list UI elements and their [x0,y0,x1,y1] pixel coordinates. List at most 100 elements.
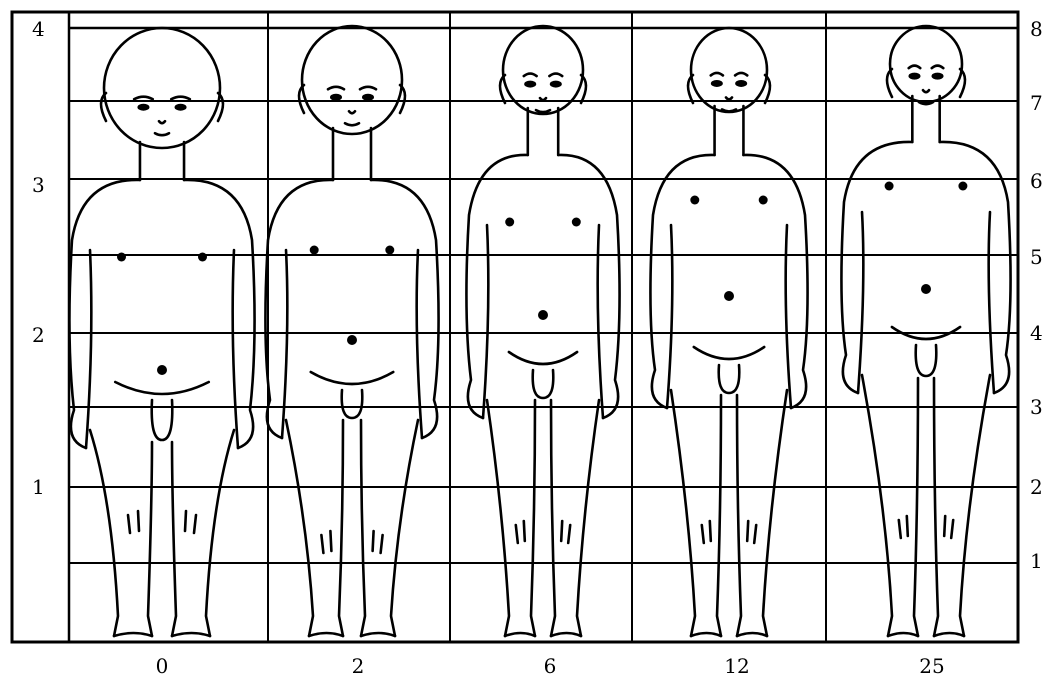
figure-4 [841,26,1010,636]
left-leg-outer [671,390,695,636]
eyebrow [134,97,153,100]
left-leg-inner [339,420,343,636]
nipple [958,182,967,191]
eyebrow [171,97,190,100]
eyebrow [932,66,944,69]
right-leg-outer [577,400,599,636]
nipple [385,246,394,255]
age-label: 12 [724,654,749,678]
age-label: 6 [544,654,557,678]
right-inner-arm [598,225,603,418]
left-inner-arm [86,250,91,448]
eye [137,104,149,111]
nose [540,98,546,100]
right-leg-outer [960,375,990,636]
left-arm [650,155,714,408]
right-leg-outer [763,390,787,636]
eyebrow [524,74,537,77]
nipple [310,246,319,255]
navel [538,310,548,320]
right-foot [737,633,767,636]
right-leg-outer [206,430,234,636]
age-labels: 0 2 6 12 25 [156,654,945,678]
left-leg-inner [148,442,152,636]
eyebrow [711,73,723,76]
left-leg-inner [717,395,721,636]
left-scale-label: 1 [32,475,45,499]
nipple [885,182,894,191]
nipple [572,218,581,227]
head [104,28,220,148]
genitals [719,365,740,393]
nose [726,97,732,99]
knee-marks [561,521,570,543]
knee-marks [185,511,196,533]
knee-marks [373,531,383,553]
left-scale: 4 3 2 1 [32,17,45,499]
groin-line [311,372,394,384]
eye [932,73,944,80]
right-leg-outer [391,420,418,636]
right-foot [361,633,395,636]
nipple [690,196,699,205]
eye [175,104,187,111]
right-arm [371,180,439,438]
eye [524,81,536,88]
right-scale: 8 7 6 5 4 3 2 1 [1030,17,1043,573]
eyebrow [360,87,376,90]
right-arm [558,155,619,418]
left-inner-arm [858,212,863,393]
figures [69,26,1010,636]
right-scale-label: 2 [1030,475,1043,499]
right-leg-inner [172,442,176,636]
mouth [155,133,169,135]
left-leg-outer [487,400,509,636]
right-leg-inner [551,400,555,636]
eye [711,80,723,87]
navel [157,365,167,375]
left-inner-arm [282,250,287,438]
left-foot [114,633,152,636]
left-foot [888,633,918,636]
mouth [722,109,736,111]
head [890,26,962,102]
right-scale-label: 3 [1030,395,1043,419]
nipple [505,218,514,227]
age-label: 25 [919,654,944,678]
right-inner-arm [233,250,238,448]
right-foot [551,633,581,636]
knee-marks [128,511,139,533]
eye [330,94,342,101]
nipple [117,253,126,262]
nose [159,121,165,123]
right-inner-arm [786,225,791,408]
left-scale-label: 3 [32,173,45,197]
knee-marks [516,521,525,543]
age-label: 0 [156,654,169,678]
age-label: 2 [352,654,365,678]
eye [362,94,374,101]
figure-1 [265,26,438,636]
navel [347,335,357,345]
genitals [916,345,937,376]
mouth [536,110,550,112]
knee-marks [899,516,908,538]
knee-marks [747,521,756,543]
right-scale-label: 6 [1030,169,1043,193]
mouth [345,123,359,125]
knee-marks [944,516,953,538]
left-leg-outer [862,375,892,636]
eyebrow [328,87,344,90]
genitals [533,370,554,398]
right-arm [743,155,807,408]
right-inner-arm [417,250,422,438]
left-foot [309,633,343,636]
knee-marks [321,531,331,553]
nipple [198,253,207,262]
right-leg-inner [934,378,938,636]
nipple [759,196,768,205]
groin-line [115,382,209,394]
left-leg-outer [286,420,313,636]
eyebrow [549,74,562,77]
